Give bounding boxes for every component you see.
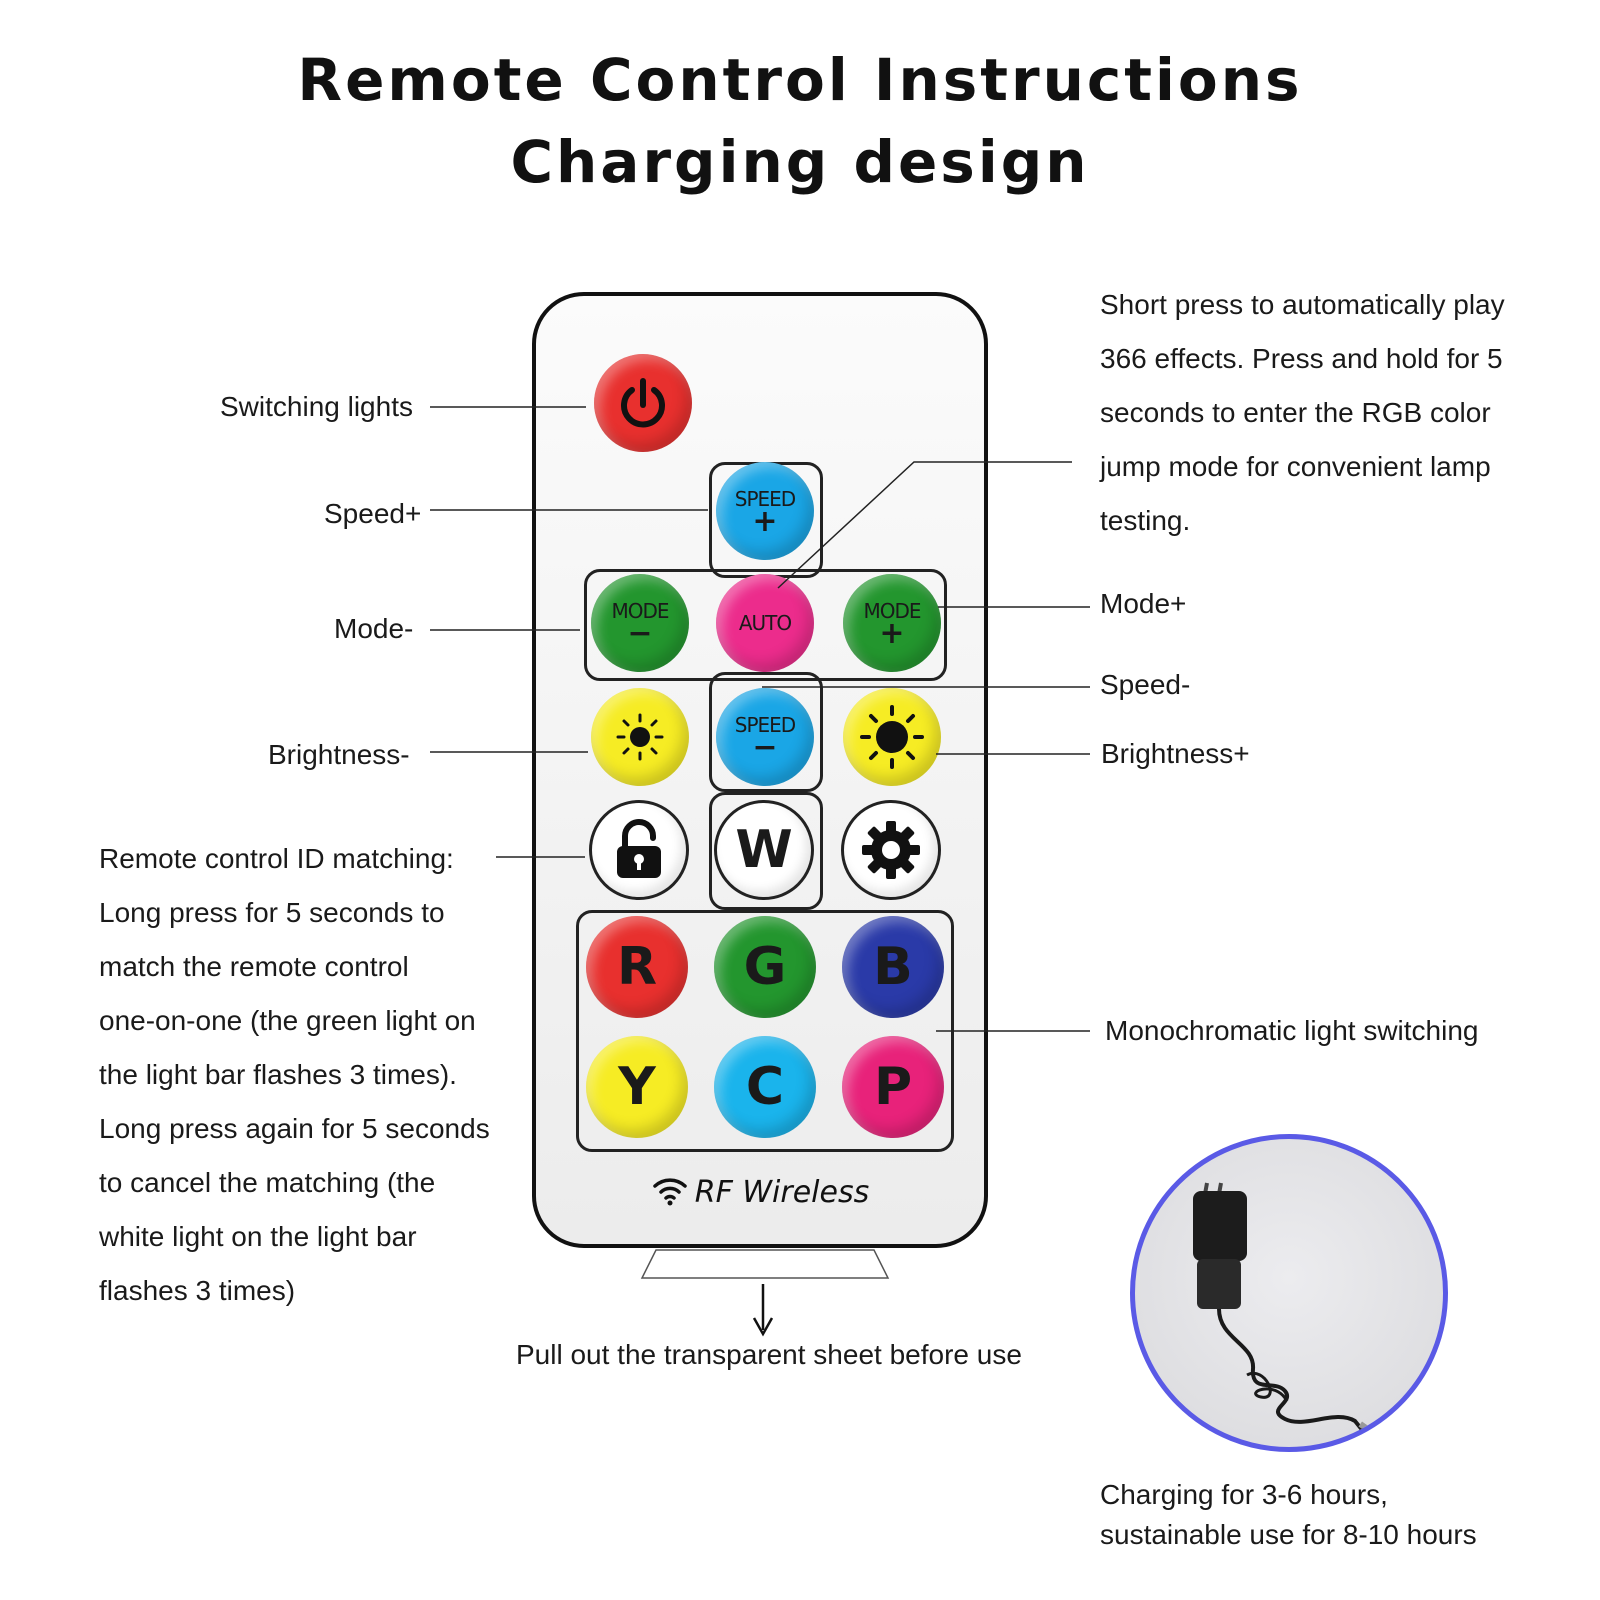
gear-icon: [862, 821, 920, 879]
auto-description: Short press to automatically play 366 ef…: [1100, 278, 1505, 548]
speed-plus-word: SPEED: [734, 487, 796, 511]
speed-minus-button[interactable]: SPEED −: [716, 688, 814, 786]
w-letter: W: [735, 820, 793, 880]
label-mode-plus: Mode+: [1100, 588, 1187, 619]
auto-button[interactable]: AUTO: [716, 574, 814, 672]
title-line-2: Charging design: [510, 128, 1090, 196]
remote-control: SPEED + MODE − AUTO MODE + SPEED −: [532, 292, 988, 1248]
charger-photo: [1130, 1134, 1448, 1452]
w-panel: [709, 792, 823, 910]
id-line-8: white light on the light bar: [99, 1221, 417, 1252]
id-line-1: Remote control ID matching:: [99, 843, 454, 874]
label-pull-out: Pull out the transparent sheet before us…: [516, 1339, 1022, 1370]
auto-line-4: jump mode for convenient lamp: [1100, 451, 1491, 482]
label-monochromatic: Monochromatic light switching: [1105, 1015, 1479, 1046]
b-letter: B: [873, 937, 913, 997]
speed-minus-word: SPEED: [734, 713, 796, 737]
mode-minus-button[interactable]: MODE −: [591, 574, 689, 672]
power-button[interactable]: [594, 354, 692, 452]
id-line-6: Long press again for 5 seconds: [99, 1113, 490, 1144]
label-switching-lights: Switching lights: [220, 391, 413, 422]
charging-line-1: Charging for 3-6 hours,: [1100, 1479, 1388, 1510]
id-line-5: the light bar flashes 3 times).: [99, 1059, 457, 1090]
sun-small-icon: [616, 713, 664, 761]
charging-line-2: sustainable use for 8-10 hours: [1100, 1519, 1477, 1550]
id-line-9: flashes 3 times): [99, 1275, 296, 1306]
r-letter: R: [616, 937, 658, 997]
speed-minus-sign: −: [752, 730, 778, 765]
mode-minus-word: MODE: [611, 599, 669, 623]
id-match-description: Remote control ID matching: Long press f…: [99, 832, 490, 1318]
g-letter: G: [743, 937, 787, 997]
yellow-button[interactable]: Y: [586, 1036, 688, 1138]
c-letter: C: [745, 1057, 785, 1117]
auto-word: AUTO: [738, 611, 792, 635]
label-speed-plus: Speed+: [324, 498, 422, 529]
speed-plus-button[interactable]: SPEED +: [716, 462, 814, 560]
mode-plus-sign: +: [879, 616, 905, 651]
speed-plus-sign: +: [752, 504, 778, 539]
mode-plus-button[interactable]: MODE +: [843, 574, 941, 672]
pink-button[interactable]: P: [842, 1036, 944, 1138]
id-line-4: one-on-one (the green light on: [99, 1005, 476, 1036]
mode-minus-sign: −: [627, 616, 653, 651]
unlock-icon: [617, 819, 661, 878]
auto-line-2: 366 effects. Press and hold for 5: [1100, 343, 1503, 374]
power-icon: [621, 378, 665, 428]
mode-panel: [584, 569, 947, 681]
auto-line-1: Short press to automatically play: [1100, 289, 1505, 320]
mode-plus-word: MODE: [863, 599, 921, 623]
cyan-button[interactable]: C: [714, 1036, 816, 1138]
label-brightness-minus: Brightness-: [268, 739, 410, 770]
rf-wireless-text: RF Wireless: [694, 1175, 870, 1210]
id-line-7: to cancel the matching (the: [99, 1167, 436, 1198]
p-letter: P: [873, 1057, 913, 1117]
transparent-sheet: [640, 1249, 890, 1279]
white-button[interactable]: W: [714, 800, 814, 900]
label-mode-minus: Mode-: [334, 613, 414, 644]
settings-button[interactable]: [841, 800, 941, 900]
id-line-3: match the remote control: [99, 951, 409, 982]
wifi-icon: [653, 1178, 687, 1206]
id-line-2: Long press for 5 seconds to: [99, 897, 445, 928]
rf-wireless-brand: RF Wireless: [536, 1174, 984, 1210]
blue-button[interactable]: B: [842, 916, 944, 1018]
green-button[interactable]: G: [714, 916, 816, 1018]
brightness-plus-button[interactable]: [843, 688, 941, 786]
title-line-1: Remote Control Instructions: [297, 46, 1303, 114]
label-brightness-plus: Brightness+: [1101, 738, 1250, 769]
pull-arrow: [752, 1284, 774, 1337]
auto-line-3: seconds to enter the RGB color: [1100, 397, 1491, 428]
auto-line-5: testing.: [1100, 505, 1191, 536]
id-match-button[interactable]: [589, 800, 689, 900]
label-speed-minus: Speed-: [1100, 669, 1191, 700]
red-button[interactable]: R: [586, 916, 688, 1018]
line-auto: [777, 461, 1072, 589]
power-adapter-icon: [1193, 1182, 1374, 1435]
y-letter: Y: [618, 1057, 656, 1117]
brightness-minus-button[interactable]: [591, 688, 689, 786]
sun-large-icon: [860, 705, 924, 769]
speed-minus-panel: [709, 672, 823, 792]
